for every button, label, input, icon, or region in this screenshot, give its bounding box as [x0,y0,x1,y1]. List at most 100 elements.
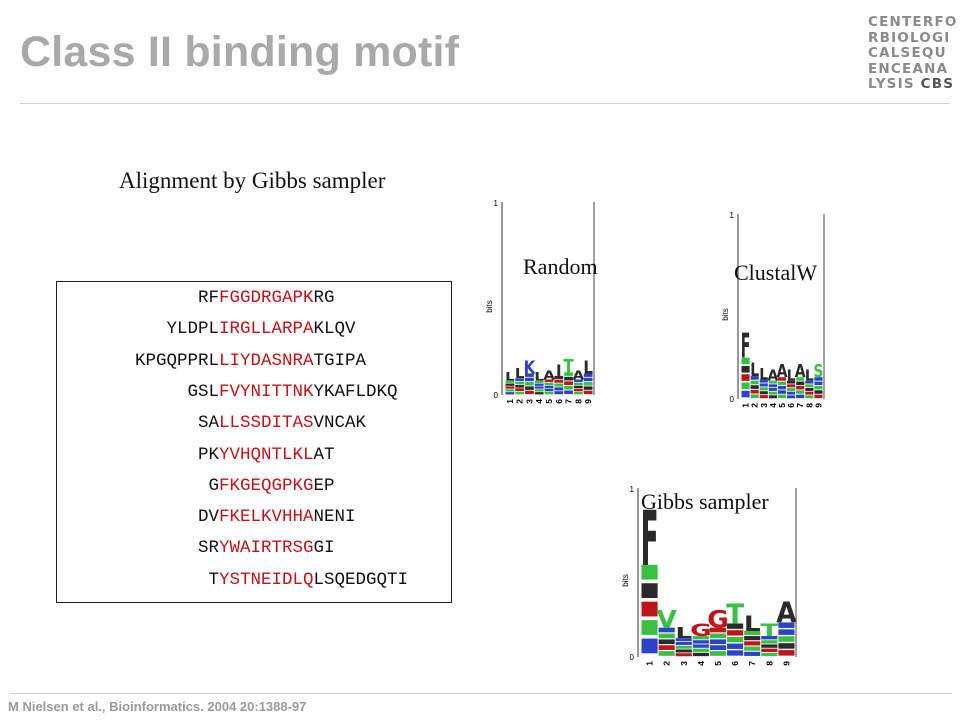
logo-letter-block [544,382,554,386]
logo-letter-block [554,387,564,391]
logo-letter-block [564,376,573,381]
logo-letter: G [707,606,729,634]
logo-line-2: RBIOLOGI [868,29,951,46]
logo-letter-block [796,394,805,399]
logo-position-label: 6 [786,403,796,408]
sequence-core: YVHQNTLKL [219,444,314,465]
logo-letter-block [658,645,675,650]
sequence-row: DVFKELKVHHANENI [198,507,592,527]
logo-position-label: 1 [505,399,515,404]
logo-letter-block [658,627,675,633]
logo-letter-block [525,382,534,386]
sequence-flank-right: EP [313,475,335,496]
logo-letter: L [805,368,814,385]
sequence-flank-right: TGIPA [313,350,367,371]
logo-letter-block [692,644,709,648]
logo-letter-block [805,387,814,391]
logo-letter-block [750,376,759,380]
alignment-subtitle: Alignment by Gibbs sampler [119,168,386,193]
sequence-flank-right: LSQEDGQTI [313,569,409,590]
citation: M Nielsen et al., Bioinformatics. 2004 2… [8,699,307,714]
logo-letter-block [750,380,759,385]
logo-letter-block [658,651,675,656]
logo-letter-block [814,390,823,394]
logo-letter-block [727,650,744,656]
logo-letter-block [787,380,796,384]
logo-letter-block [675,645,692,649]
logo-letter-block [787,395,796,399]
logo-letter-block [759,379,768,383]
logo-letter-block [564,385,573,390]
logo-letter-block [573,388,583,392]
logo-letter-block [796,377,805,381]
sequence-core: FKGEQGPKG [219,475,314,496]
logo-position-label: 8 [804,403,814,408]
logo-letter: V [656,606,677,634]
logo-letter-block [534,380,544,383]
sequence-row: TYSTNEIDLQLSQEDGQTI [209,570,603,590]
logo-position-label: 2 [750,403,760,408]
logo-letter-block [750,394,759,399]
logo-y-tick-label: 1 [494,199,499,208]
cbs-logo: CENTERFO RBIOLOGI CALSEQU ENCEANA LYSIS … [868,14,958,93]
sequence-flank-right: NENI [313,507,356,528]
logo-letter-block [778,629,795,635]
logo-letter: L [744,611,761,636]
sequence-flank-left: SA [198,413,220,434]
logo-letter-block [525,390,534,395]
logo-position-label: 1 [741,403,751,408]
logo-letter-block [750,385,759,389]
footer-divider [10,693,952,694]
logo-letter-block [534,386,544,389]
logo-letter: T [760,621,779,641]
logo-letter-block [761,636,778,640]
logo-letter-block [641,583,658,598]
logo-letter-block [709,651,727,656]
logo-letter-block [505,389,515,392]
sequence-flank-right: GI [313,538,335,559]
logo-letter-block [814,394,823,399]
logo-line-4: ENCEANA [868,60,949,77]
logo-letter-block [778,643,795,649]
logo-letter-block [777,390,787,394]
logo-position-label: 6 [730,661,740,666]
logo-letter-block [741,374,750,381]
sequence-row: GFKGEQGPKGEP [209,476,603,496]
logo-letter-block [787,384,796,388]
logo-letter: L [759,365,768,384]
logo-position-label: 3 [679,661,689,666]
logo-letter-block [573,391,583,395]
title-divider [20,103,950,104]
logo-position-label: 9 [583,399,593,404]
sequence-flank-left: PK [198,444,220,465]
logo-letter-block [759,391,768,395]
logo-letter-block [778,622,795,628]
logo-letter-block [515,384,525,388]
logo-letter-block [761,652,778,657]
logo-letter-block [641,638,658,654]
logo-letter-block [583,386,593,390]
logo-letter: L [515,367,525,382]
logo-letter-block [515,388,525,391]
logo-y-tick-label: 1 [730,211,735,220]
logo-letter-block [554,391,564,395]
sequence-row: GSLFVYNITTNKYKAFLDKQ [188,382,582,402]
logo-letter-block [692,652,709,657]
label-random: Random [523,254,598,279]
logo-letter-block [750,389,759,394]
logo-position-label: 8 [573,399,583,404]
logo-position-label: 5 [777,403,787,408]
logo-letter-block [787,391,796,395]
logo-letter-block [778,650,795,656]
logo-letter-block [796,381,805,386]
logo-letter-block [727,643,744,649]
logo-letter: K [524,357,537,377]
logo-letter-block [641,620,658,635]
logo-letter-block [675,638,692,642]
logo-y-tick-label: 0 [730,395,735,404]
logo-letter: L [675,625,692,643]
logo-letter-block [544,391,554,395]
logo-letter-block [805,384,814,388]
